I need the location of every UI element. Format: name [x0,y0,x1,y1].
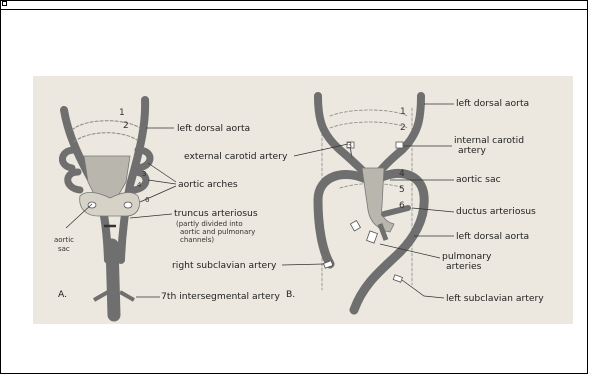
b-pulmonary-left [350,221,360,231]
a-arch-number-1: 1 [119,108,125,118]
a-label-aortic-arches: aortic arches [178,180,238,190]
a-leader-arches-2 [148,180,176,184]
b-label-internal-carotid-2: artery [458,146,486,156]
b-leader-ductus [412,208,454,212]
b-right-arch [318,174,368,264]
a-leader-arches-1 [148,163,176,182]
a-panel-letter: A. [58,290,67,300]
b-arch-1 [330,110,408,116]
b-arch-number-1: 1 [400,107,406,117]
a-arch-number-4: 4 [137,181,141,189]
b-arch-number-2: 2 [400,123,406,133]
b-arch-number-5: 5 [399,185,405,195]
a-label-truncus-note-2: aortic and pulmonary [180,228,255,236]
b-right-internal-carotid [318,96,368,176]
b-leader-right-subclavian [282,264,324,265]
a-label-left-dorsal-aorta: left dorsal aorta [177,124,250,134]
b-label-right-subclavian: right subclavian artery [172,261,276,271]
a-arch-number-2: 2 [123,121,129,131]
b-left-arch [354,173,424,310]
a-label-aortic-sac-2: sac [58,245,70,253]
a-7th-intersegmental-left [94,292,108,300]
a-arch-6-right [124,202,132,208]
b-left-internal-carotid [376,96,421,176]
b-label-left-dorsal-aorta-bottom: left dorsal aorta [456,232,529,242]
b-arch-number-6: 6 [399,201,405,211]
a-label-truncus-arteriosus: truncus arteriosus [174,209,258,219]
b-label-left-subclavian: left subclavian artery [446,294,544,304]
a-leader-truncus [130,214,172,218]
b-pulmonary-mid [367,231,378,243]
b-arch-2 [330,122,408,128]
b-left-subclavian-stub [393,275,402,282]
a-label-intersegmental: 7th intersegmental artery [161,292,280,302]
a-arch-number-3: 3 [142,170,146,178]
a-descending-aorta [112,245,114,315]
b-ext-carotid-left-stub [396,142,403,148]
b-label-aortic-sac: aortic sac [456,175,501,185]
b-label-ductus-arteriosus: ductus arteriosus [456,207,536,217]
b-leader-left-subclavian [402,280,444,298]
a-7th-intersegmental-right [120,292,134,300]
a-arch-2 [74,133,137,142]
b-arch-number-4: 4 [399,169,405,179]
a-leader-sac [66,204,92,228]
a-arch-4-left [68,172,80,190]
b-label-external-carotid: external carotid artery [184,152,287,162]
a-arch-number-6: 6 [145,196,149,204]
a-label-aortic-sac-1: aortic [54,236,74,244]
a-label-truncus-note-1: (partly divided into [176,220,243,228]
b-panel-letter: B. [286,290,295,300]
b-arch-number-3: 3 [347,141,352,150]
a-arch-6-left [88,202,96,208]
a-label-truncus-note-3: channels) [180,236,214,244]
b-label-left-dorsal-aorta-top: left dorsal aorta [456,99,529,109]
a-arch-3-left [62,150,74,168]
a-arch-1 [72,121,140,130]
b-label-pulmonary-2: arteries [446,262,481,272]
